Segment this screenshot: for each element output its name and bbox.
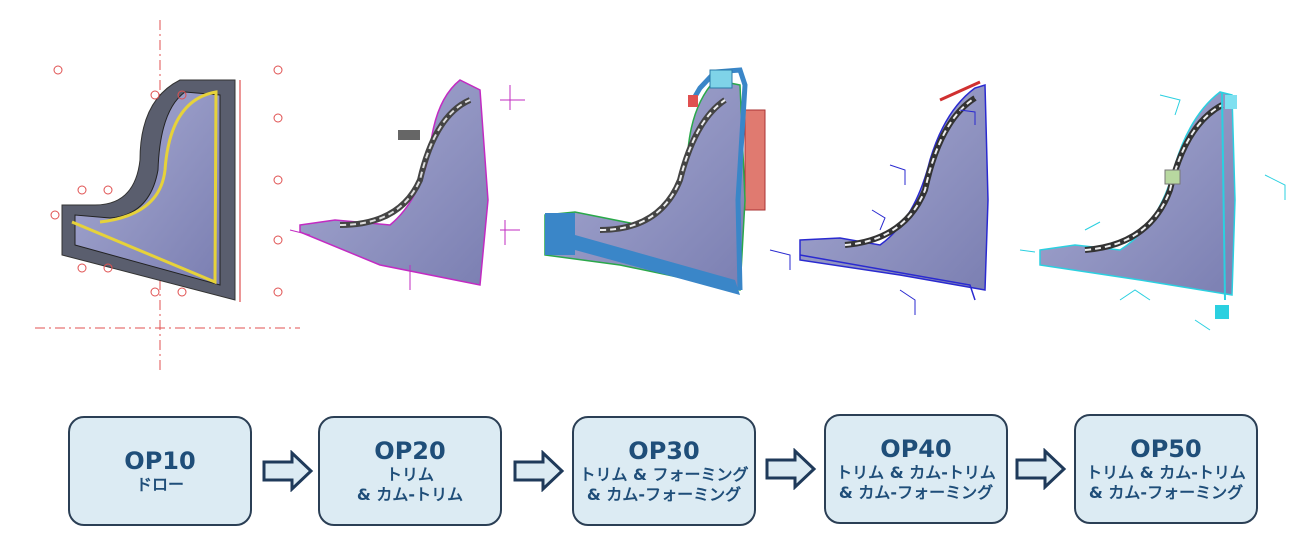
op10-box: OP10 ドロー — [68, 416, 252, 526]
op50-box: OP50 トリム & カム-トリム & カム-フォーミング — [1074, 414, 1258, 524]
right-arrow-icon — [262, 450, 314, 492]
op20-subtitle: トリム & カム-トリム — [356, 465, 464, 504]
right-arrow-icon — [765, 448, 817, 490]
op10-draw-view — [35, 20, 300, 370]
op50-final-view — [1019, 91, 1286, 331]
right-arrow-icon — [1015, 448, 1067, 490]
op50-subtitle: トリム & カム-トリム & カム-フォーミング — [1086, 463, 1246, 502]
op20-box: OP20 トリム & カム-トリム — [318, 416, 502, 526]
op40-box: OP40 トリム & カム-トリム & カム-フォーミング — [824, 414, 1008, 524]
op30-box: OP30 トリム & フォーミング & カム-フォーミング — [572, 416, 756, 526]
fender-illustrations — [35, 20, 1286, 370]
op40-subtitle: トリム & カム-トリム & カム-フォーミング — [836, 463, 996, 502]
right-arrow-icon — [513, 450, 565, 492]
op40-cam-trim-view — [769, 80, 989, 315]
op10-title: OP10 — [124, 447, 196, 475]
op30-subtitle: トリム & フォーミング & カム-フォーミング — [579, 465, 749, 504]
op30-forming-view — [544, 67, 766, 295]
op20-trim-view — [289, 79, 525, 290]
op30-title: OP30 — [628, 437, 700, 465]
op20-title: OP20 — [374, 437, 446, 465]
op40-title: OP40 — [880, 435, 952, 463]
op50-title: OP50 — [1130, 435, 1202, 463]
op10-subtitle: ドロー — [135, 475, 184, 494]
